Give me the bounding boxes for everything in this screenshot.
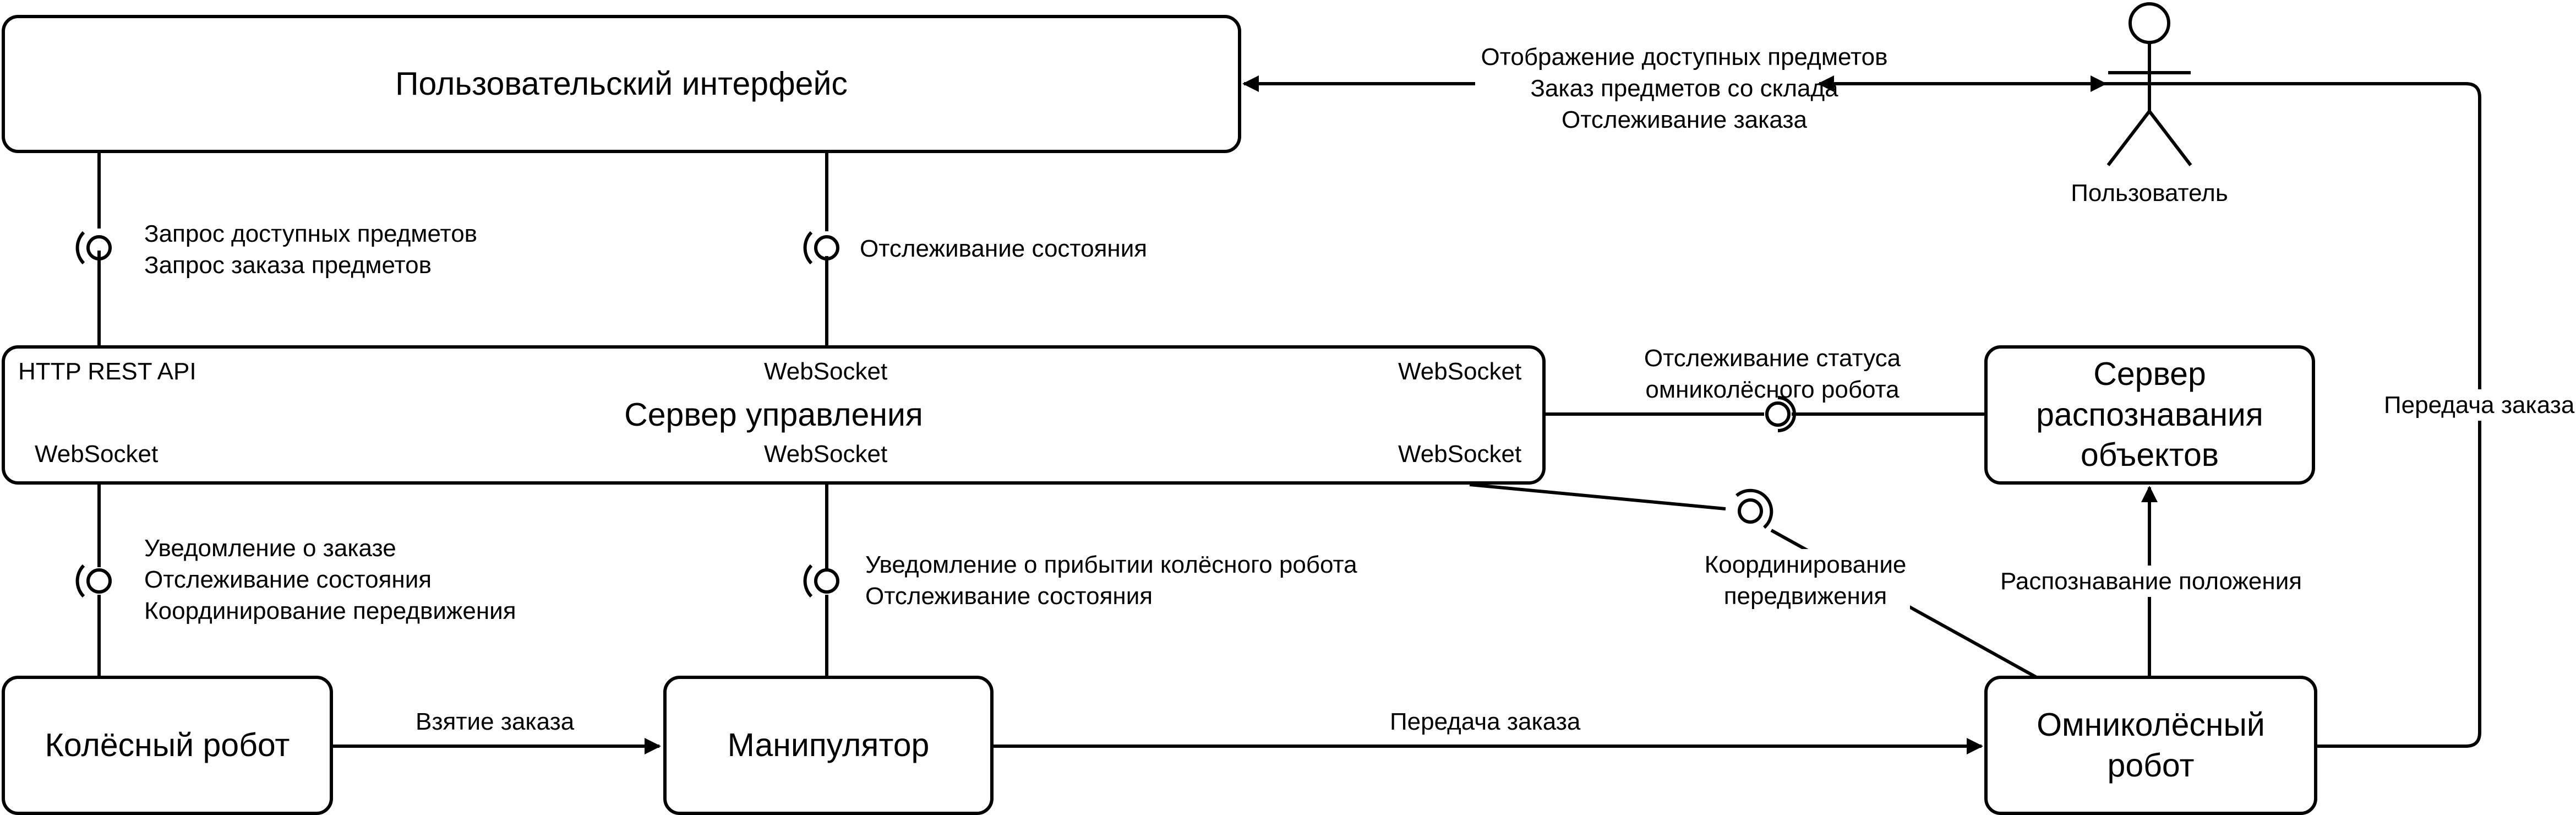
control-server-box: Сервер управления [2, 345, 1546, 485]
port-websocket-top-right: WebSocket [1398, 358, 1522, 385]
label-manipulator-ws: Уведомление о прибытии колёсного робота … [865, 549, 1357, 612]
label-pass-order-mid: Передача заказа [1390, 708, 1581, 735]
interface-socket-recog [1777, 396, 1796, 432]
interface-socket-wheeled [75, 564, 85, 598]
control-server-title: Сервер управления [624, 396, 923, 433]
edge-omni-upper [1469, 483, 1726, 510]
label-recognition-status-line: Отслеживание статуса [1644, 345, 1901, 372]
label-ui-rest-line: Запрос заказа предметов [144, 252, 432, 279]
interface-socket-omni [1735, 488, 1773, 529]
label-manipulator-ws-line: Отслеживание состояния [865, 583, 1153, 610]
wheeled-robot-box: Колёсный робот [2, 676, 333, 815]
interface-ball-rest [86, 235, 112, 260]
label-omni-ws: Координирование передвижения [1701, 549, 1910, 612]
label-user-ui: Отображение доступных предметов Заказ пр… [1481, 41, 1888, 135]
recognition-server-title: Сервер распознавания объектов [2036, 355, 2263, 474]
label-wheeled-ws-line: Координирование передвижения [144, 597, 516, 624]
omni-robot-title: Омниколёсный робот [2037, 706, 2265, 784]
label-user-ui-line: Отслеживание заказа [1562, 106, 1807, 133]
interface-ball-manip [814, 568, 839, 594]
label-pass-order-right: Передача заказа [2381, 389, 2576, 421]
label-ui-ws: Отслеживание состояния [860, 235, 1148, 262]
interface-socket-rest [75, 231, 85, 265]
manipulator-box: Манипулятор [663, 676, 994, 815]
interface-ball-wheeled [86, 568, 112, 594]
ui-title: Пользовательский интерфейс [395, 65, 848, 102]
label-ui-rest: Запрос доступных предметов Запрос заказа… [144, 218, 477, 281]
interface-ball-ws [814, 235, 839, 260]
interface-socket-manip [803, 564, 813, 598]
ui-box: Пользовательский интерфейс [2, 15, 1241, 153]
interface-ball-recog [1765, 401, 1791, 427]
port-http-rest-api: HTTP REST API [18, 358, 197, 385]
label-position-recognition: Распознавание положения [1997, 566, 2306, 597]
manipulator-title: Манипулятор [727, 726, 930, 763]
label-recognition-status: Отслеживание статуса омниколёсного робот… [1618, 343, 1926, 405]
port-websocket-top-mid: WebSocket [764, 358, 888, 385]
port-websocket-bottom-mid: WebSocket [764, 441, 888, 468]
label-manipulator-ws-line: Уведомление о прибытии колёсного робота [865, 551, 1357, 578]
label-wheeled-ws-line: Уведомление о заказе [144, 535, 396, 562]
omni-robot-box: Омниколёсный робот [1984, 676, 2317, 815]
user-label: Пользователь [2071, 180, 2228, 207]
user-actor-icon [2106, 2, 2192, 166]
label-recognition-status-line: омниколёсного робота [1645, 376, 1900, 403]
label-ui-rest-line: Запрос доступных предметов [144, 220, 478, 247]
label-wheeled-ws-line: Отслеживание состояния [144, 566, 432, 593]
label-omni-ws-line: передвижения [1723, 583, 1887, 610]
interface-socket-ws [803, 231, 813, 265]
label-wheeled-ws: Уведомление о заказе Отслеживание состоя… [144, 533, 516, 627]
label-take-order: Взятие заказа [416, 708, 575, 735]
label-omni-ws-line: Координирование [1704, 551, 1907, 578]
interface-ball-omni [1738, 498, 1763, 524]
label-user-ui-line: Заказ предметов со склада [1530, 75, 1838, 102]
port-websocket-bottom-right: WebSocket [1398, 441, 1522, 468]
label-user-ui-line: Отображение доступных предметов [1481, 44, 1888, 70]
wheeled-robot-title: Колёсный робот [45, 726, 290, 763]
port-websocket-bottom-left: WebSocket [35, 441, 159, 468]
recognition-server-box: Сервер распознавания объектов [1984, 345, 2315, 485]
